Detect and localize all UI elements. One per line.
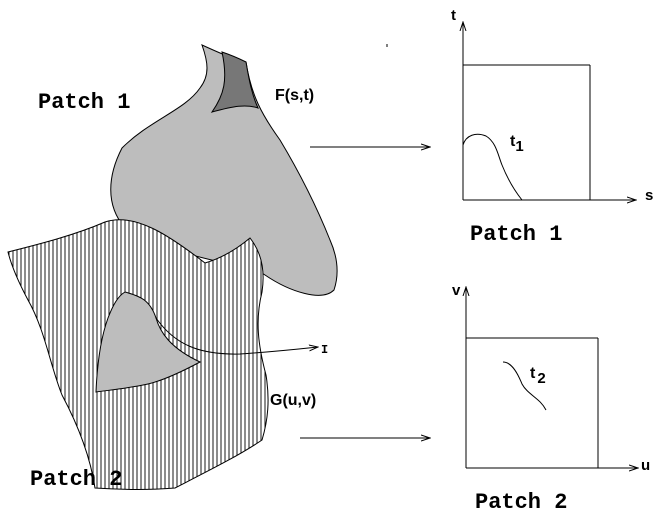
plot-2-title: Patch 2 [475,490,567,514]
curve-t1-label: t1 [510,133,524,155]
curve-t1-sub: 1 [515,138,523,155]
f-st-label: F(s,t) [275,87,314,104]
intersection-curve-arrow [155,317,318,355]
patch-1-label: Patch 1 [38,90,130,115]
curve-t1-base: t [510,133,516,150]
plot-1-y-axis-label: t [451,7,456,24]
intersection-label: I [321,343,328,357]
plot-2-y-axis-label: v [452,282,461,299]
patch-1-fold [210,51,259,113]
plot-1: t s t1 Patch 1 [451,7,653,247]
plot-2-x-axis-label: u [641,457,650,474]
patch-2-label: Patch 2 [30,467,122,492]
curve-t2-sub: 2 [537,370,545,387]
plot-1-x-axis-label: s [645,187,653,204]
curve-t2-base: t [530,365,536,382]
curve-t2 [502,361,547,411]
patch-1-surface [110,44,338,296]
g-uv-label: G(u,v) [270,392,316,409]
plot-1-title: Patch 1 [470,222,562,247]
curve-t1 [462,133,523,201]
